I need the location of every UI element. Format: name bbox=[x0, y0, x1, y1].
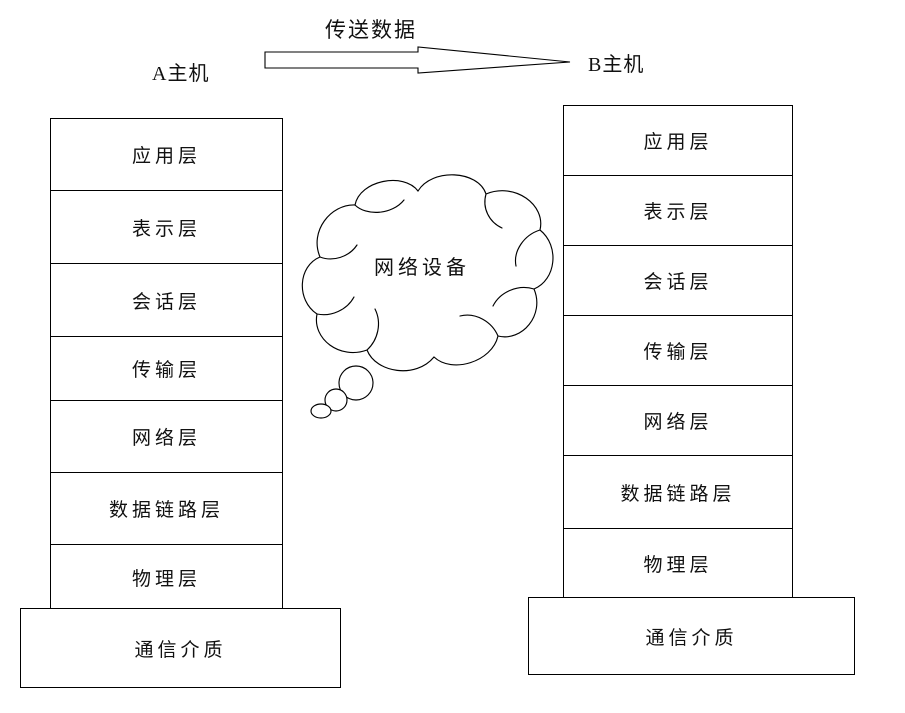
layer-label-physical-a: 物理层 bbox=[131, 568, 201, 590]
host-b-label: B主机 bbox=[588, 54, 645, 76]
layer-row-application-a[interactable]: 应用层 bbox=[51, 119, 282, 191]
layer-label-presentation-a: 表示层 bbox=[131, 218, 201, 240]
cloud-scallop-3 bbox=[514, 229, 541, 267]
cloud-scallop-6 bbox=[366, 308, 380, 351]
layer-label-physical-b: 物理层 bbox=[643, 555, 713, 576]
layer-label-transport-b: 传输层 bbox=[643, 342, 713, 363]
cloud-scallop-4 bbox=[492, 287, 535, 307]
layer-row-datalink-a[interactable]: 数据链路层 bbox=[51, 473, 282, 545]
layer-label-application-a: 应用层 bbox=[131, 146, 201, 167]
cloud-scallop-5 bbox=[459, 314, 499, 337]
layer-label-transport-a: 传输层 bbox=[131, 360, 201, 381]
cloud-scallop-8 bbox=[319, 244, 358, 260]
layer-row-transport-b[interactable]: 传输层 bbox=[564, 316, 792, 386]
layer-label-session-b: 会话层 bbox=[643, 272, 713, 293]
cloud-scallop-2 bbox=[484, 193, 503, 229]
cloud-scallop-1 bbox=[354, 199, 405, 213]
layer-row-session-b[interactable]: 会话层 bbox=[564, 246, 792, 316]
host-a-layer-stack: 应用层 表示层 会话层 传输层 网络层 数据链路层 物理层 bbox=[50, 118, 283, 610]
cloud-tail-bubble-medium bbox=[324, 388, 348, 412]
host-b-medium-label: 通信介质 bbox=[645, 627, 738, 649]
host-a-label: A主机 bbox=[152, 63, 210, 85]
host-a-medium-box[interactable]: 通信介质 bbox=[20, 608, 341, 688]
layer-label-application-b: 应用层 bbox=[643, 132, 713, 153]
layer-row-transport-a[interactable]: 传输层 bbox=[51, 337, 282, 401]
layer-row-application-b[interactable]: 应用层 bbox=[564, 106, 792, 176]
layer-row-datalink-b[interactable]: 数据链路层 bbox=[564, 456, 792, 529]
network-device-label: 网络设备 bbox=[374, 257, 470, 279]
layer-label-datalink-b: 数据链路层 bbox=[620, 483, 736, 505]
layer-row-presentation-b[interactable]: 表示层 bbox=[564, 176, 792, 246]
host-b-layer-stack: 应用层 表示层 会话层 传输层 网络层 数据链路层 物理层 bbox=[563, 105, 793, 598]
layer-row-session-a[interactable]: 会话层 bbox=[51, 264, 282, 337]
layer-label-session-a: 会话层 bbox=[131, 291, 201, 313]
layer-label-network-b: 网络层 bbox=[643, 412, 713, 433]
transmit-data-title: 传送数据 bbox=[325, 18, 417, 42]
layer-row-network-b[interactable]: 网络层 bbox=[564, 386, 792, 456]
layer-label-presentation-b: 表示层 bbox=[643, 202, 713, 223]
host-b-medium-box[interactable]: 通信介质 bbox=[528, 597, 855, 675]
layer-row-physical-a[interactable]: 物理层 bbox=[51, 545, 282, 609]
layer-label-network-a: 网络层 bbox=[131, 428, 201, 449]
layer-label-datalink-a: 数据链路层 bbox=[108, 500, 224, 521]
layer-row-presentation-a[interactable]: 表示层 bbox=[51, 191, 282, 264]
host-a-medium-label: 通信介质 bbox=[134, 639, 227, 661]
layer-row-physical-b[interactable]: 物理层 bbox=[564, 529, 792, 598]
arrow-outline bbox=[264, 46, 571, 74]
cloud-scallop-7 bbox=[316, 296, 355, 316]
cloud-tail-bubble-large bbox=[338, 365, 374, 401]
cloud-tail-bubble-small bbox=[310, 403, 332, 419]
layer-row-network-a[interactable]: 网络层 bbox=[51, 401, 282, 473]
